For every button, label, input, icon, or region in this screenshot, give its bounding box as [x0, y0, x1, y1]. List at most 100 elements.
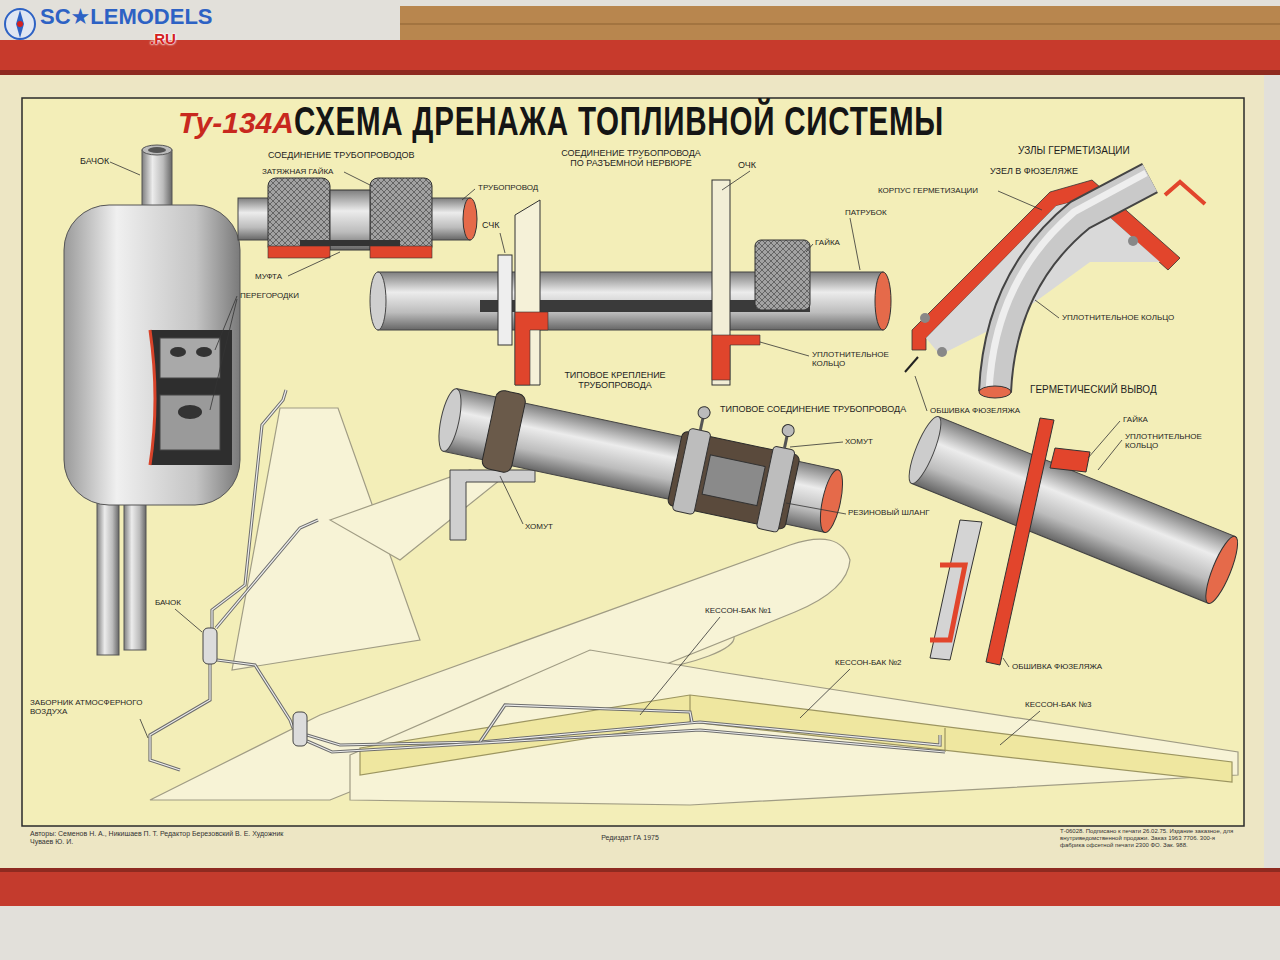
- part-label: КЕССОН-БАК №2: [835, 658, 901, 667]
- sealed-outlet: [903, 413, 1243, 665]
- watermark: SC★LEMODELS: [40, 4, 213, 29]
- leader-lines-part: [175, 609, 202, 632]
- poster-background-part: [0, 868, 1280, 906]
- drain-pipes-part: [293, 712, 307, 746]
- part-label: ОЧК: [738, 160, 756, 170]
- part-label: ЗАБОРНИК АТМОСФЕРНОГО ВОЗДУХА: [30, 698, 165, 716]
- leader-lines-part: [140, 719, 148, 738]
- footer-note: Редиздат ГА 1975: [590, 834, 670, 842]
- model-name: Ту-134А: [178, 106, 294, 141]
- leader-lines-part: [500, 476, 523, 524]
- leader-lines-part: [210, 296, 237, 410]
- rib-joint-part: [498, 255, 512, 345]
- fuselage-seal-node-part: [989, 173, 1146, 392]
- poster-background-part: [0, 40, 1280, 72]
- leader-lines-part: [288, 252, 340, 276]
- part-label: ХОМУТ: [525, 522, 553, 531]
- tank-cutaway-part: [196, 347, 212, 357]
- drain-pipes-part: [217, 660, 293, 728]
- rib-joint-part: [875, 272, 891, 330]
- poster-background-part: [22, 98, 1244, 826]
- aircraft-outline-part: [330, 470, 500, 560]
- fuselage-seal-node: [905, 173, 1205, 398]
- leader-lines-part: [1088, 421, 1120, 458]
- pipe-coupling-part: [463, 198, 477, 240]
- poster-background-part: [0, 70, 1264, 872]
- leader-lines-part: [640, 617, 720, 715]
- section-heading: ТИПОВОЕ КРЕПЛЕНИЕ ТРУБОПРОВОДА: [555, 370, 675, 391]
- section-heading: ГЕРМЕТИЧЕСКИЙ ВЫВОД: [1030, 384, 1157, 396]
- sealed-outlet-part: [903, 413, 947, 487]
- section-heading: ТИПОВОЕ СОЕДИНЕНИЕ ТРУБОПРОВОДА: [720, 404, 906, 414]
- pipe-mount-and-hose-part: [756, 446, 795, 533]
- sealed-outlet-part: [1050, 448, 1090, 472]
- drain-pipes-part: [307, 730, 945, 752]
- fuselage-seal-node-part: [1128, 236, 1138, 246]
- drain-pipes-part: [217, 660, 293, 728]
- part-label: УПЛОТНИТЕЛЬНОЕ КОЛЬЦО: [812, 350, 902, 368]
- part-label: ГАЙКА: [815, 238, 840, 247]
- part-label: ОБШИВКА ФЮЗЕЛЯЖА: [1012, 662, 1102, 671]
- fuselage-seal-node-part: [1165, 182, 1205, 204]
- poster-background-part: [400, 24, 1280, 25]
- leader-lines-part: [850, 218, 860, 270]
- watermark: .RU: [150, 30, 176, 47]
- tank-cutaway-part: [160, 395, 220, 450]
- tank-cutaway: [64, 145, 240, 655]
- drain-pipes-part: [203, 628, 217, 664]
- leader-lines-part: [344, 172, 372, 186]
- drain-pipes-part: [150, 664, 210, 770]
- part-label: ОБШИВКА ФЮЗЕЛЯЖА: [930, 406, 1020, 415]
- leader-lines-part: [462, 189, 475, 200]
- poster-background-part: [16, 10, 24, 38]
- leader-lines-part: [1003, 658, 1009, 667]
- tank-cutaway-part: [142, 145, 172, 155]
- part-label: БАЧОК: [80, 156, 109, 166]
- leader-lines-part: [786, 503, 846, 514]
- drain-pipes-part: [150, 664, 210, 770]
- sealed-outlet-part: [930, 565, 965, 640]
- pipe-mount-and-hose-part: [781, 423, 795, 437]
- part-label: КЕССОН-БАК №1: [705, 606, 771, 615]
- pipe-mount-and-hose-part: [700, 419, 702, 431]
- pipe-mount-and-hose-part: [816, 468, 847, 534]
- leader-lines-part: [110, 162, 140, 175]
- leader-lines-part: [1000, 711, 1040, 745]
- tank-cutaway-part: [64, 205, 240, 505]
- sealed-outlet-part: [1200, 533, 1244, 607]
- sealed-outlet-part: [930, 520, 982, 660]
- part-label: ГАЙКА: [1123, 415, 1148, 424]
- poster-background-part: [5, 9, 35, 39]
- pipe-mount-and-hose-part: [435, 387, 466, 453]
- poster-background-part: [400, 6, 1280, 42]
- section-heading: СОЕДИНЕНИЕ ТРУБОПРОВОДОВ: [268, 150, 415, 160]
- fuselage-seal-node-part: [937, 347, 947, 357]
- poster-background-part: [17, 21, 23, 27]
- part-label: МУФТА: [255, 272, 282, 281]
- pipe-mount-and-hose-part: [784, 436, 786, 448]
- part-label: ЗАТЯЖНАЯ ГАЙКА: [262, 167, 333, 176]
- poster-title: СХЕМА ДРЕНАЖА ТОПЛИВНОЙ СИСТЕМЫ: [294, 98, 944, 144]
- leader-lines-part: [790, 442, 843, 447]
- part-label: КОРПУС ГЕРМЕТИЗАЦИИ: [878, 186, 978, 195]
- fuselage-seal-node-part: [905, 357, 918, 372]
- pipe-mount-and-hose-part: [450, 470, 535, 540]
- tank-cutaway-part: [160, 338, 220, 378]
- pipe-coupling: [238, 178, 477, 258]
- part-label: КЕССОН-БАК №3: [1025, 700, 1091, 709]
- part-label: ТРУБОПРОВОД: [478, 183, 538, 192]
- rib-joint-part: [755, 240, 810, 310]
- leader-lines-part: [998, 191, 1042, 210]
- part-label: ПАТРУБОК: [845, 208, 887, 217]
- tank-cutaway-part: [178, 405, 202, 419]
- pipe-mount-and-hose-part: [672, 428, 711, 515]
- tank-cutaway-part: [150, 330, 232, 465]
- part-label: УПЛОТНИТЕЛЬНОЕ КОЛЬЦО: [1125, 432, 1215, 450]
- pipe-coupling-part: [300, 240, 400, 246]
- pipe-mount-and-hose-part: [697, 406, 711, 420]
- section-heading: СОЕДИНЕНИЕ ТРУБОПРОВОДА ПО РАЗЪЕМНОЙ НЕР…: [555, 148, 707, 169]
- tank-cutaway-part: [170, 347, 186, 357]
